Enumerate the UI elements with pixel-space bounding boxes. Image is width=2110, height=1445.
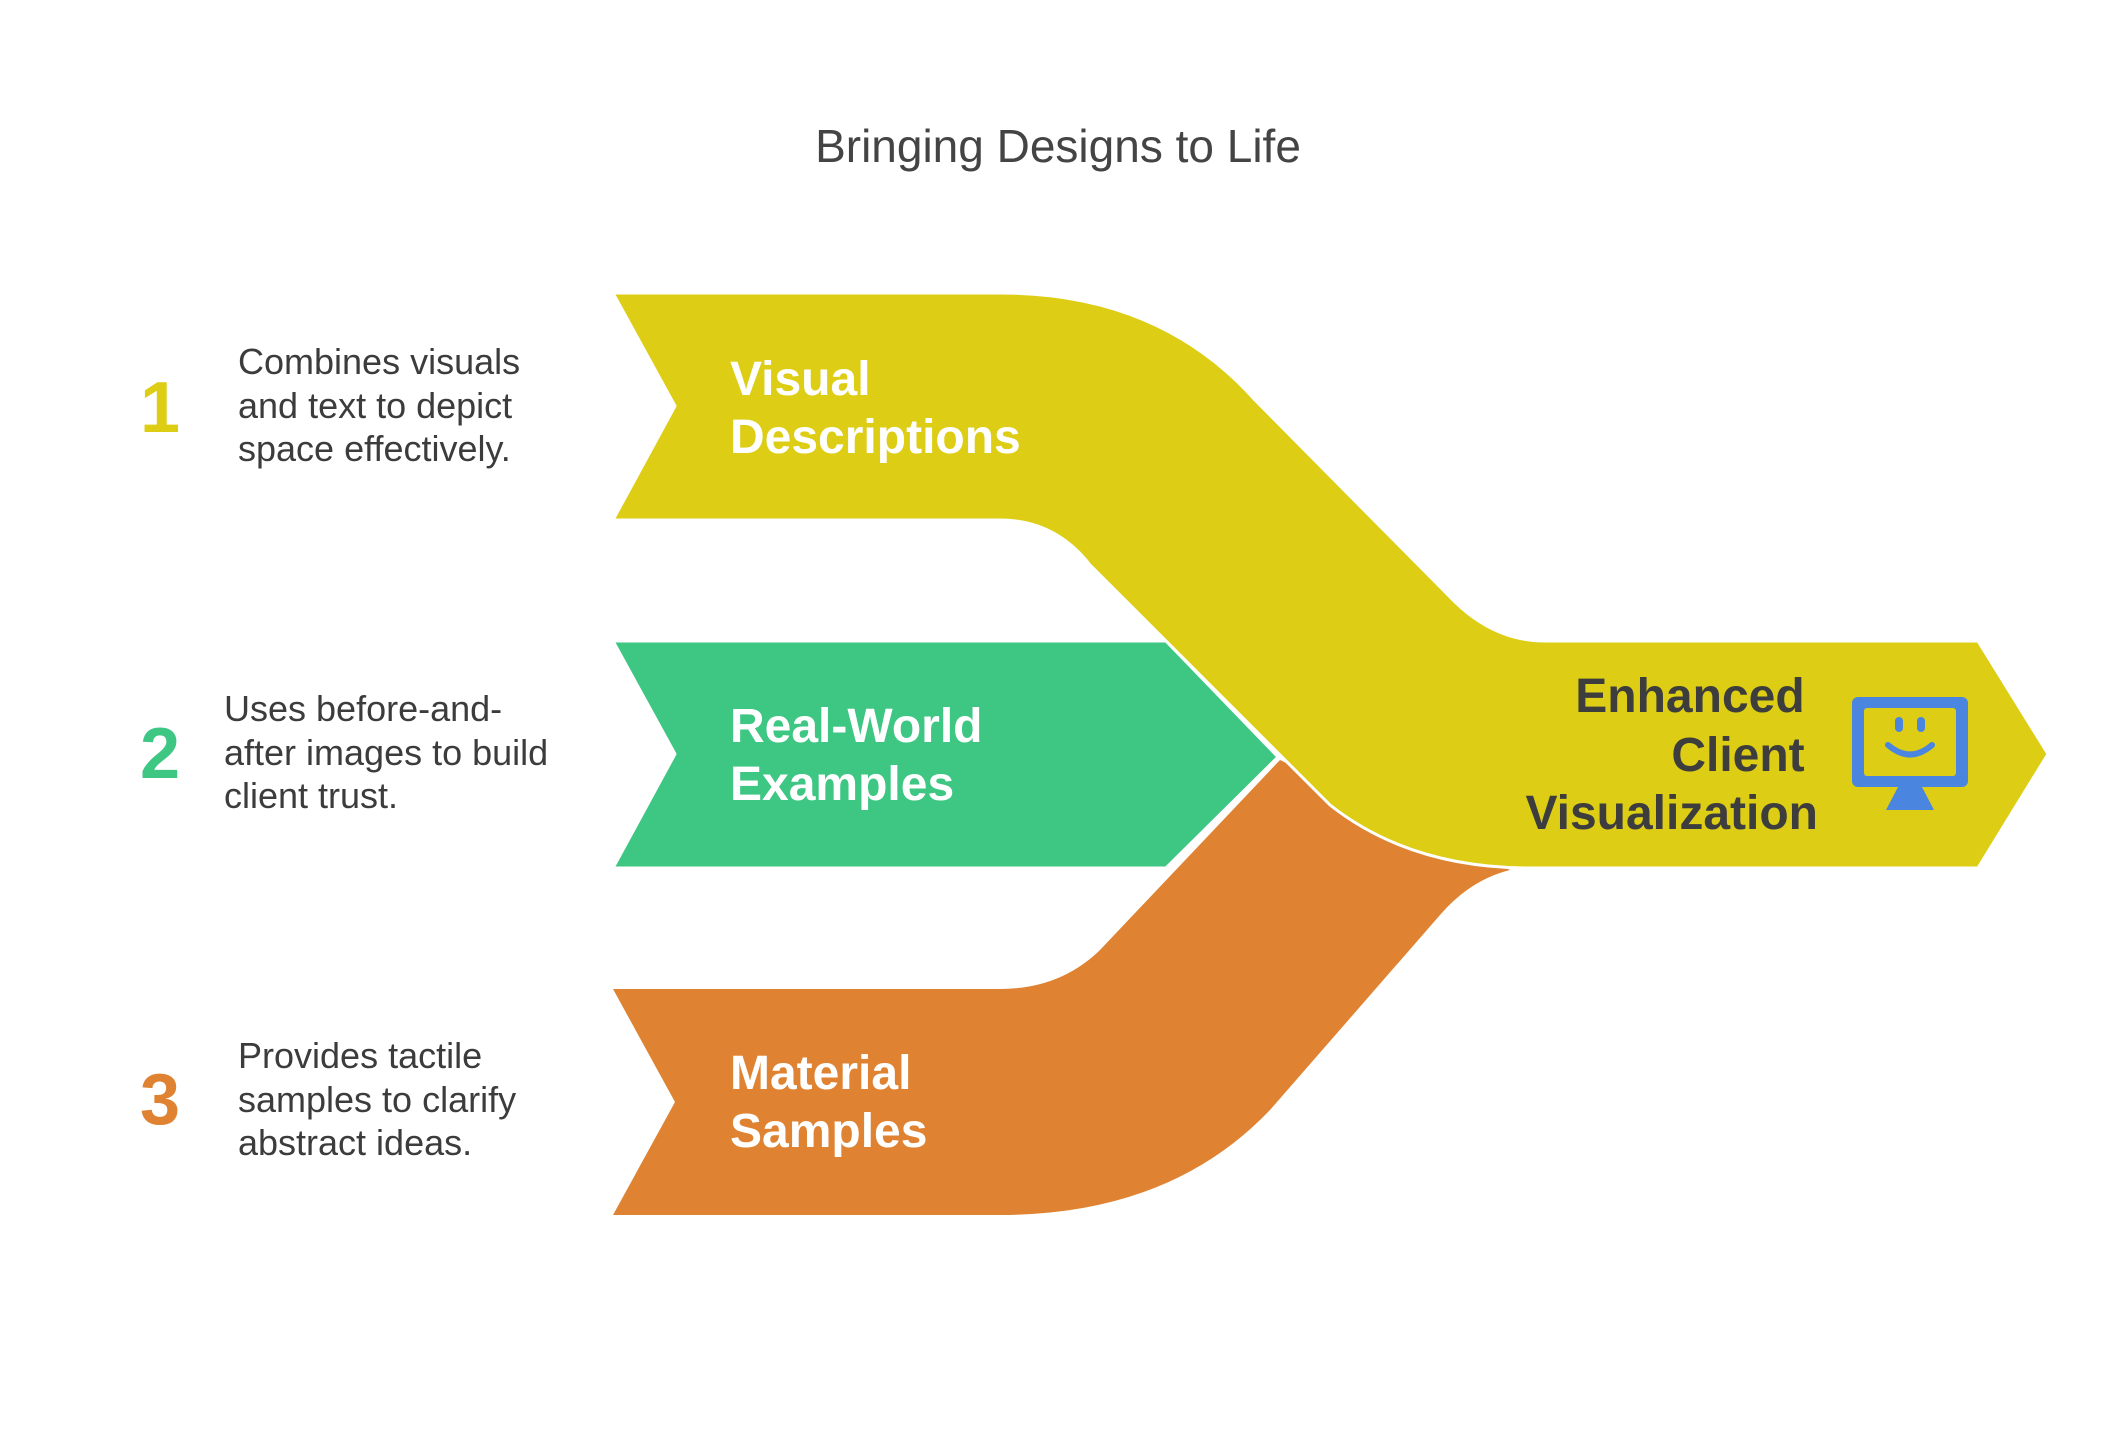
band-label-line: Real-World [730,700,982,753]
step-number-2: 2 [140,714,180,794]
step-number-1: 1 [140,368,180,448]
real-world-examples-label: Real-World Examples [730,700,996,811]
outcome-label-line: Enhanced [1575,670,1804,723]
step-2-description-line: Uses before-and- [224,688,502,729]
page-title: Bringing Designs to Life [815,120,1301,172]
smiling-monitor-icon [1852,697,1968,810]
band-label-line: Visual [730,353,871,406]
visual-descriptions-label: Visual Descriptions [730,353,1021,464]
material-samples-label: Material Samples [730,1047,927,1158]
visual-descriptions-band [611,291,2050,870]
step-1-description-line: Combines visuals [238,341,520,382]
step-3-description-line: Provides tactile [238,1035,482,1076]
step-2-description-line: after images to build [224,732,548,773]
step-3-description: Provides tactile samples to clarify abst… [238,1035,526,1163]
band-label-line: Examples [730,758,954,811]
outcome-label: Enhanced Client Visualization [1525,670,1818,840]
material-samples-band [613,760,1510,1215]
real-world-examples-band [611,639,1280,870]
step-1-description: Combines visuals and text to depict spac… [238,341,530,469]
step-number-3: 3 [140,1060,180,1140]
step-1-description-line: space effectively. [238,428,511,469]
band-label-line: Descriptions [730,411,1021,464]
step-2-description: Uses before-and- after images to build c… [224,688,558,816]
step-1-description-line: and text to depict [238,385,512,426]
outcome-label-line: Visualization [1525,787,1818,840]
band-label-line: Material [730,1047,911,1100]
step-3-description-line: abstract ideas. [238,1122,472,1163]
outcome-label-line: Client [1671,729,1804,782]
band-label-line: Samples [730,1105,927,1158]
step-2-description-line: client trust. [224,775,398,816]
step-3-description-line: samples to clarify [238,1079,516,1120]
